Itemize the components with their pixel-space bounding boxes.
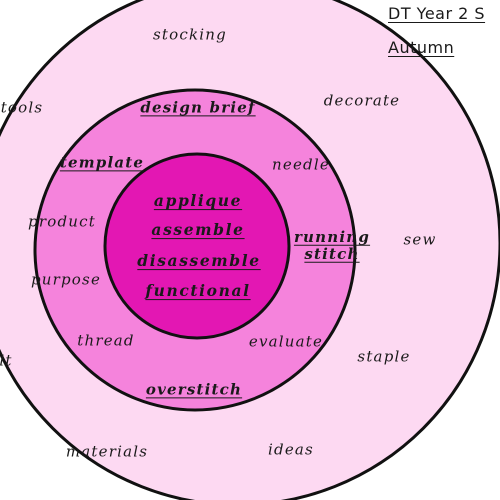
word-ideas: ideas — [268, 440, 314, 459]
word-disassemble: disassemble — [137, 251, 261, 271]
title-line-1: DT Year 2 S — [388, 4, 486, 23]
title-line-2: Autumn — [388, 38, 455, 57]
word-purpose: purpose — [30, 270, 102, 289]
word-materials: materials — [65, 442, 149, 461]
word-staple: staple — [357, 347, 411, 366]
word-product: product — [28, 212, 96, 231]
running-stitch-line-1: running — [293, 227, 371, 246]
word-decorate: decorate — [323, 91, 401, 110]
word-functional: functional — [145, 281, 251, 301]
running-stitch-line-2: stitch — [304, 245, 360, 263]
word-lt: lt — [0, 351, 13, 370]
word-design-brief: design brief — [140, 98, 256, 117]
word-applique: applique — [153, 191, 243, 211]
word-sew: sew — [403, 230, 437, 249]
word-template: template — [59, 153, 145, 172]
word-stocking: stocking — [153, 25, 227, 44]
inner-circle — [103, 152, 291, 340]
word-thread: thread — [77, 331, 135, 350]
word-evaluate: evaluate — [248, 332, 324, 351]
word-needle: needle — [272, 155, 330, 174]
word-assemble: assemble — [151, 220, 245, 240]
word-overstitch: overstitch — [145, 380, 243, 399]
word-running-stitch: running stitch — [293, 227, 371, 264]
word-tools: tools — [0, 98, 44, 117]
